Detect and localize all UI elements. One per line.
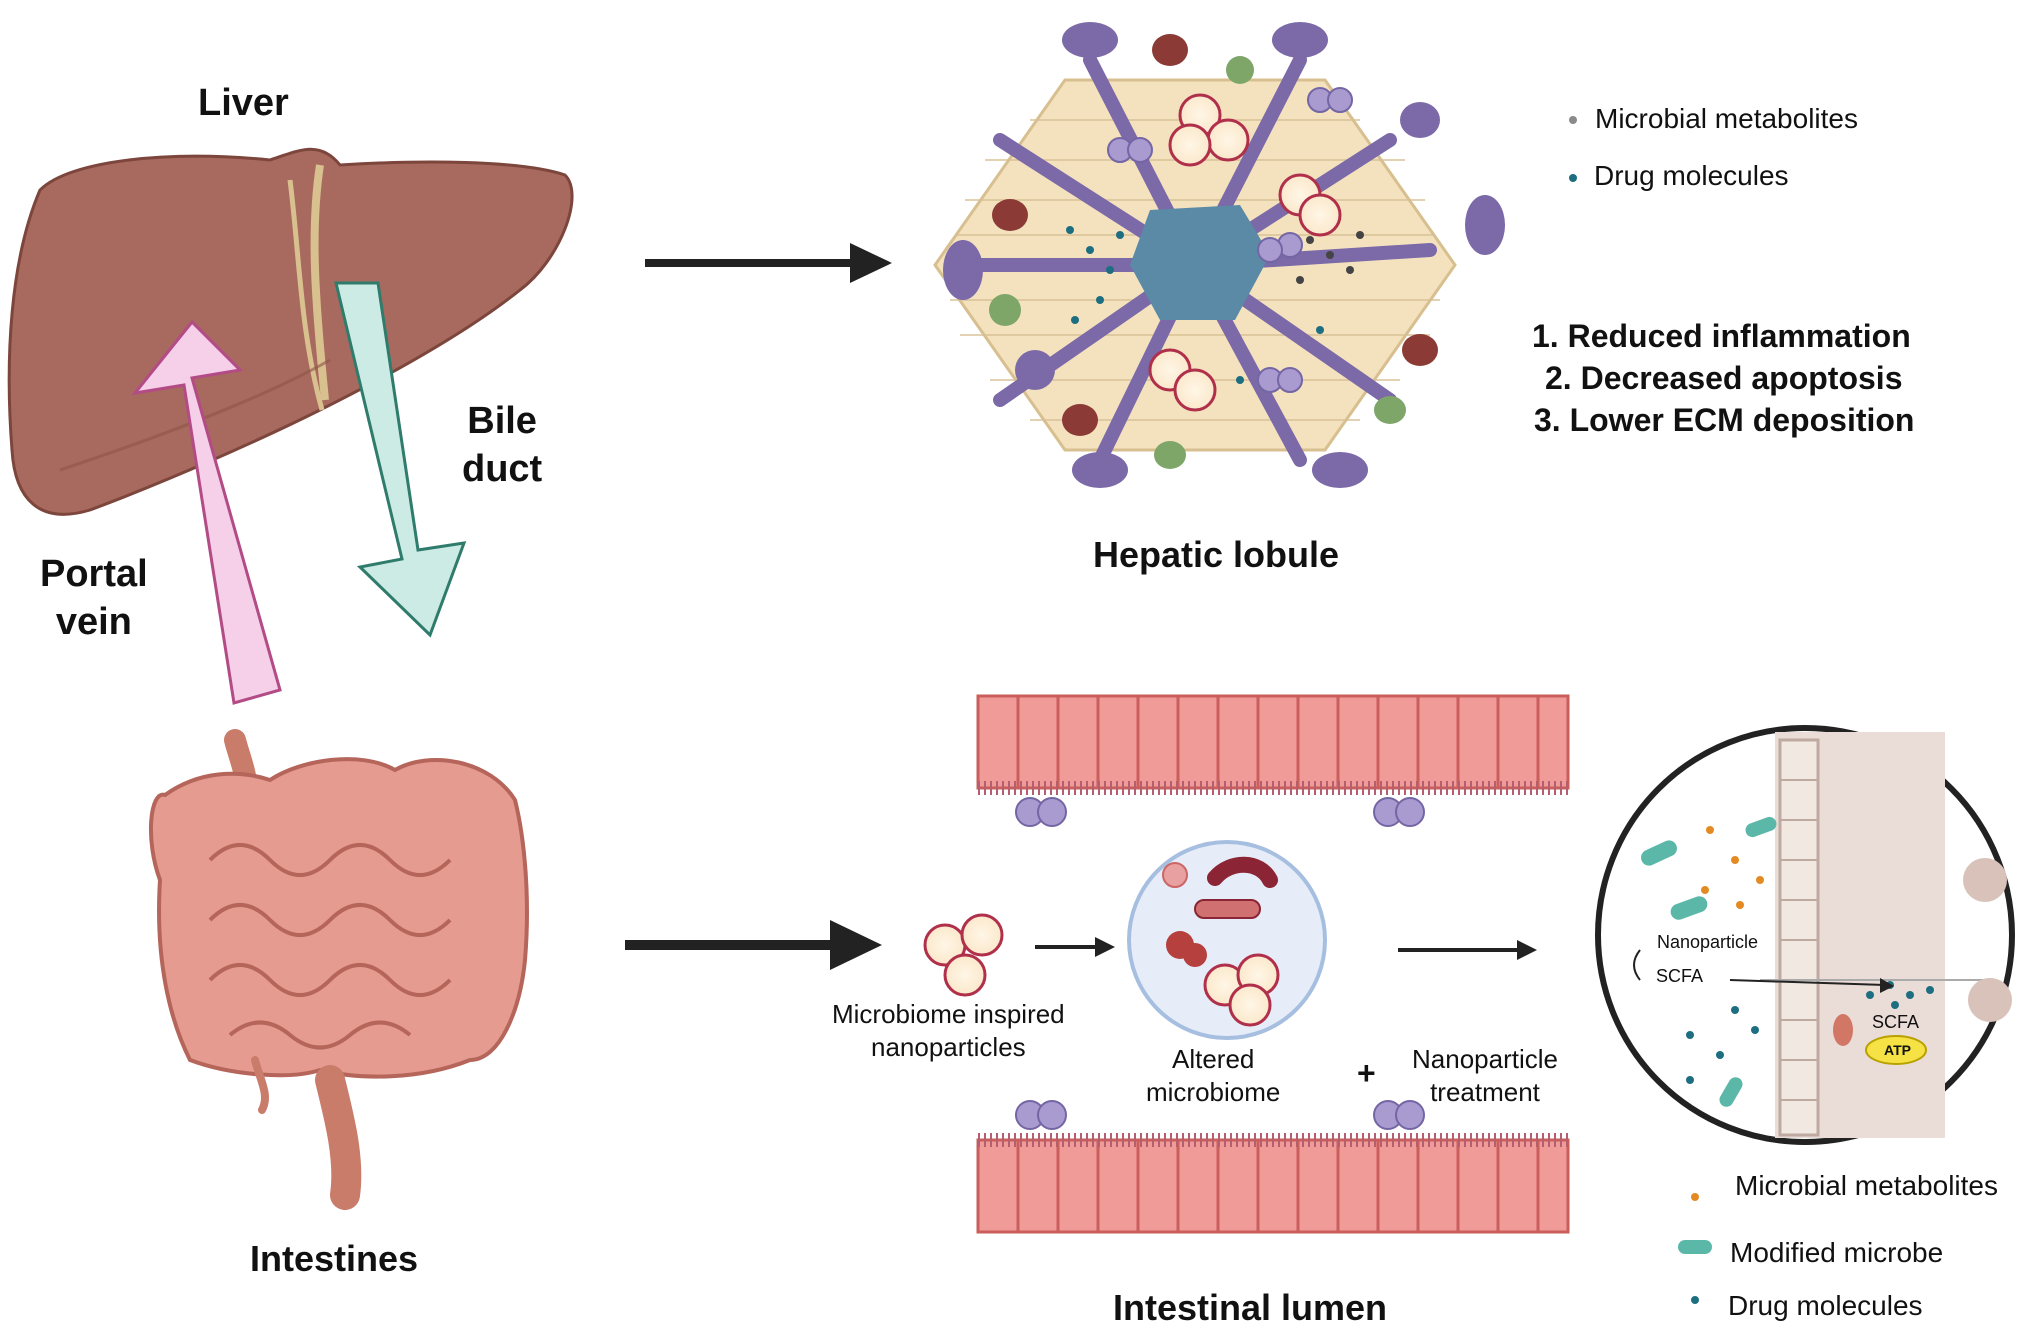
liver-organ xyxy=(7,147,574,516)
metabolite-dot-icon xyxy=(1569,116,1577,124)
microbiome-np-label: Microbiome inspired nanoparticles xyxy=(832,999,1065,1062)
mitochondria-icon xyxy=(1833,1014,1853,1046)
microbe-icon xyxy=(1678,1240,1712,1254)
np-treatment-label: Nanoparticle treatment xyxy=(1412,1044,1558,1107)
outcome-2: 2. Decreased apoptosis xyxy=(1545,360,1903,396)
portal-vein-label: Portal vein xyxy=(40,553,148,643)
outcome-3: 3. Lower ECM deposition xyxy=(1534,402,1915,438)
atp-badge xyxy=(1865,1035,1927,1065)
zoom-scfa-label-2: SCFA xyxy=(1872,1012,1920,1032)
lower-epithelium xyxy=(976,1100,1570,1234)
arrow-liver-to-lobule xyxy=(645,243,892,283)
legend-metabolites-label: Microbial metabolites xyxy=(1595,103,1858,134)
plus-sign: + xyxy=(1357,1055,1376,1091)
zoom-nanoparticle-label: Nanoparticle xyxy=(1657,932,1759,952)
zoom-circle xyxy=(1595,725,2015,1145)
intestinal-lumen-label: Intestinal lumen xyxy=(1113,1287,1388,1328)
drug-dot-icon xyxy=(1569,174,1577,182)
nanoparticle-cluster xyxy=(923,913,1004,997)
intestines-organ xyxy=(149,729,529,1210)
bile-duct-label: Bile duct xyxy=(462,400,543,490)
upper-epithelium xyxy=(976,694,1570,827)
atp-label: ATP xyxy=(1884,1042,1911,1058)
hepatic-lobule-label: Hepatic lobule xyxy=(1093,534,1340,575)
legend-bottom-microbe: Modified microbe xyxy=(1730,1237,1944,1268)
outcome-1: 1. Reduced inflammation xyxy=(1532,318,1911,354)
liver-label: Liver xyxy=(198,82,289,124)
metabolite-dot-icon xyxy=(1691,1193,1699,1201)
intestines-label: Intestines xyxy=(250,1238,419,1279)
arrow-np-to-microbiome xyxy=(1035,937,1115,957)
bile-duct-arrow xyxy=(334,281,467,638)
altered-microbiome-circle xyxy=(1127,840,1327,1040)
altered-microbiome-label: Altered microbiome xyxy=(1146,1044,1281,1107)
legend-bottom-metabolites: Microbial metabolites xyxy=(1735,1170,1998,1201)
hepatic-lobule xyxy=(933,22,1505,488)
legend-bottom-drugs: Drug molecules xyxy=(1728,1290,1923,1321)
arrow-intestine-to-lumen xyxy=(625,920,882,970)
zoom-scfa-label-1: SCFA xyxy=(1656,966,1704,986)
portal-vein-arrow xyxy=(131,319,282,705)
legend-drugs-label: Drug molecules xyxy=(1594,160,1789,191)
arrow-microbiome-to-zoom xyxy=(1398,940,1537,960)
drug-dot-icon xyxy=(1691,1296,1699,1304)
